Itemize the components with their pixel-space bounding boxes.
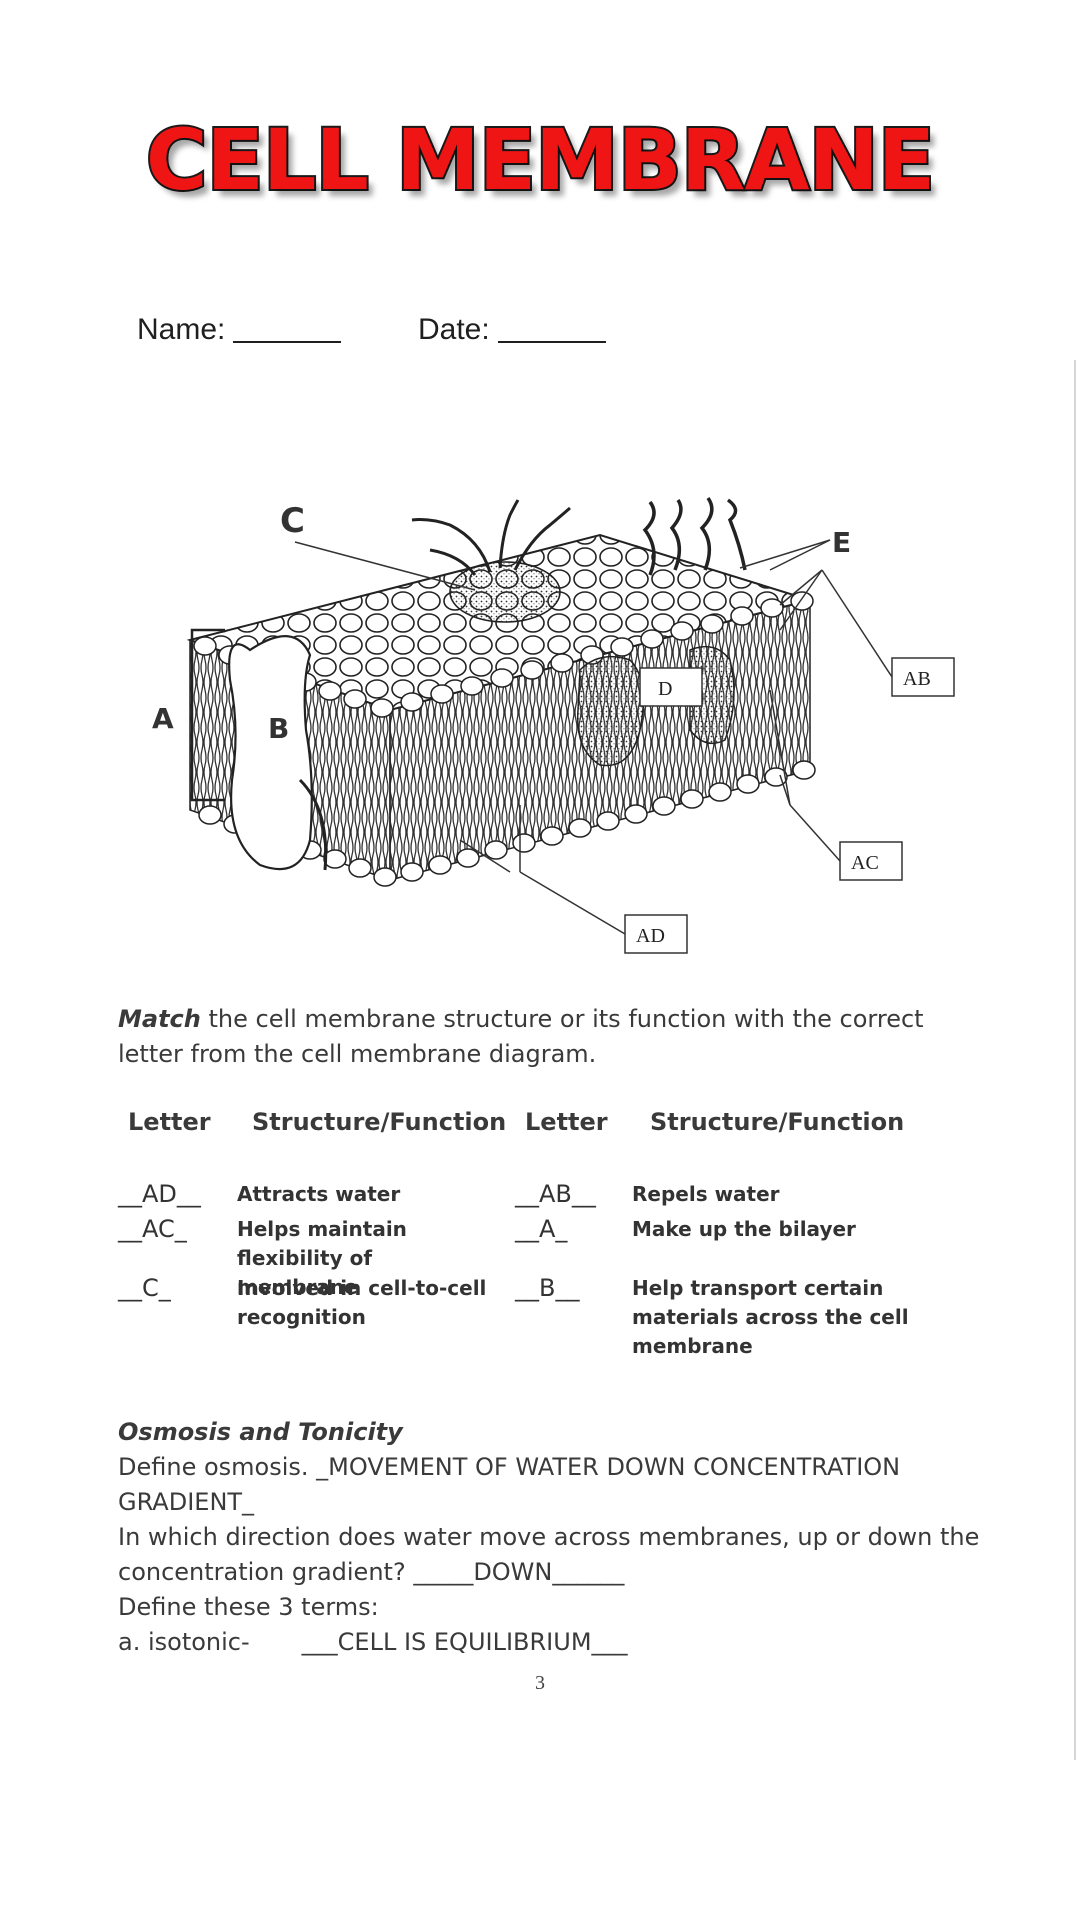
osmosis-question-1: Define osmosis. _MOVEMENT OF WATER DOWN … xyxy=(118,1453,901,1516)
osmosis-question-2: In which direction does water move acros… xyxy=(118,1523,980,1586)
glycolipid-chains xyxy=(642,496,747,576)
match-emphasis: Match xyxy=(118,1005,201,1033)
bilayer-bracket xyxy=(190,628,225,802)
isotonic-label: a. isotonic- xyxy=(118,1628,250,1656)
osmosis-question-4: a. isotonic- ___CELL IS EQUILIBRIUM___ xyxy=(118,1625,998,1660)
date-field: Date: xyxy=(418,313,606,347)
name-field: Name: xyxy=(137,313,342,347)
label-ab: AB xyxy=(903,668,931,690)
page-title: CELL MEMBRANE xyxy=(144,111,937,209)
function-left-2: Helps maintain flexibility of membrane xyxy=(237,1217,407,1299)
name-blank[interactable] xyxy=(233,341,342,343)
label-e: E xyxy=(832,526,851,559)
label-b: B xyxy=(268,712,289,745)
answer-left-2[interactable]: __AC_ xyxy=(118,1215,187,1243)
function-right-3: Help transport certain materials across … xyxy=(632,1276,909,1358)
label-a: A xyxy=(152,702,174,735)
cell-membrane-diagram: C E A B D AB AC AD xyxy=(152,496,955,954)
glycoprotein xyxy=(449,561,561,623)
function-left-1: Attracts water xyxy=(237,1182,401,1206)
answer-right-1[interactable]: __AB__ xyxy=(515,1180,596,1208)
function-right-1: Repels water xyxy=(632,1182,780,1206)
osmosis-question-3: Define these 3 terms: xyxy=(118,1593,379,1621)
answer-right-3[interactable]: __B__ xyxy=(515,1274,580,1302)
answer-left-1[interactable]: __AD__ xyxy=(118,1180,201,1208)
leader-lines xyxy=(294,539,831,873)
label-ad: AD xyxy=(636,925,665,947)
function-right-2: Make up the bilayer xyxy=(632,1217,856,1241)
header-structure-2: Structure/Function xyxy=(650,1108,905,1136)
osmosis-heading: Osmosis and Tonicity xyxy=(118,1418,403,1446)
name-label: Name: xyxy=(137,313,226,346)
header-structure-1: Structure/Function xyxy=(252,1108,507,1136)
match-instructions: Match the cell membrane structure or its… xyxy=(118,1002,968,1072)
header-letter-2: Letter xyxy=(525,1108,608,1136)
page-number: 3 xyxy=(535,1672,545,1694)
label-c: C xyxy=(280,501,305,541)
match-text: the cell membrane structure or its funct… xyxy=(118,1005,924,1068)
isotonic-answer[interactable]: ___CELL IS EQUILIBRIUM___ xyxy=(301,1628,628,1656)
label-ac: AC xyxy=(851,852,879,874)
date-label: Date: xyxy=(418,313,490,346)
channel-protein xyxy=(228,635,313,871)
function-left-3: Involved in cell-to-cell recognition xyxy=(237,1276,487,1329)
header-letter-1: Letter xyxy=(128,1108,211,1136)
date-blank[interactable] xyxy=(497,341,606,343)
answer-left-3[interactable]: __C_ xyxy=(118,1274,171,1302)
carbohydrate-chains xyxy=(411,499,571,576)
page-edge-shadow xyxy=(1074,360,1076,1760)
answer-right-2[interactable]: __A_ xyxy=(515,1215,568,1243)
label-d: D xyxy=(658,678,672,700)
